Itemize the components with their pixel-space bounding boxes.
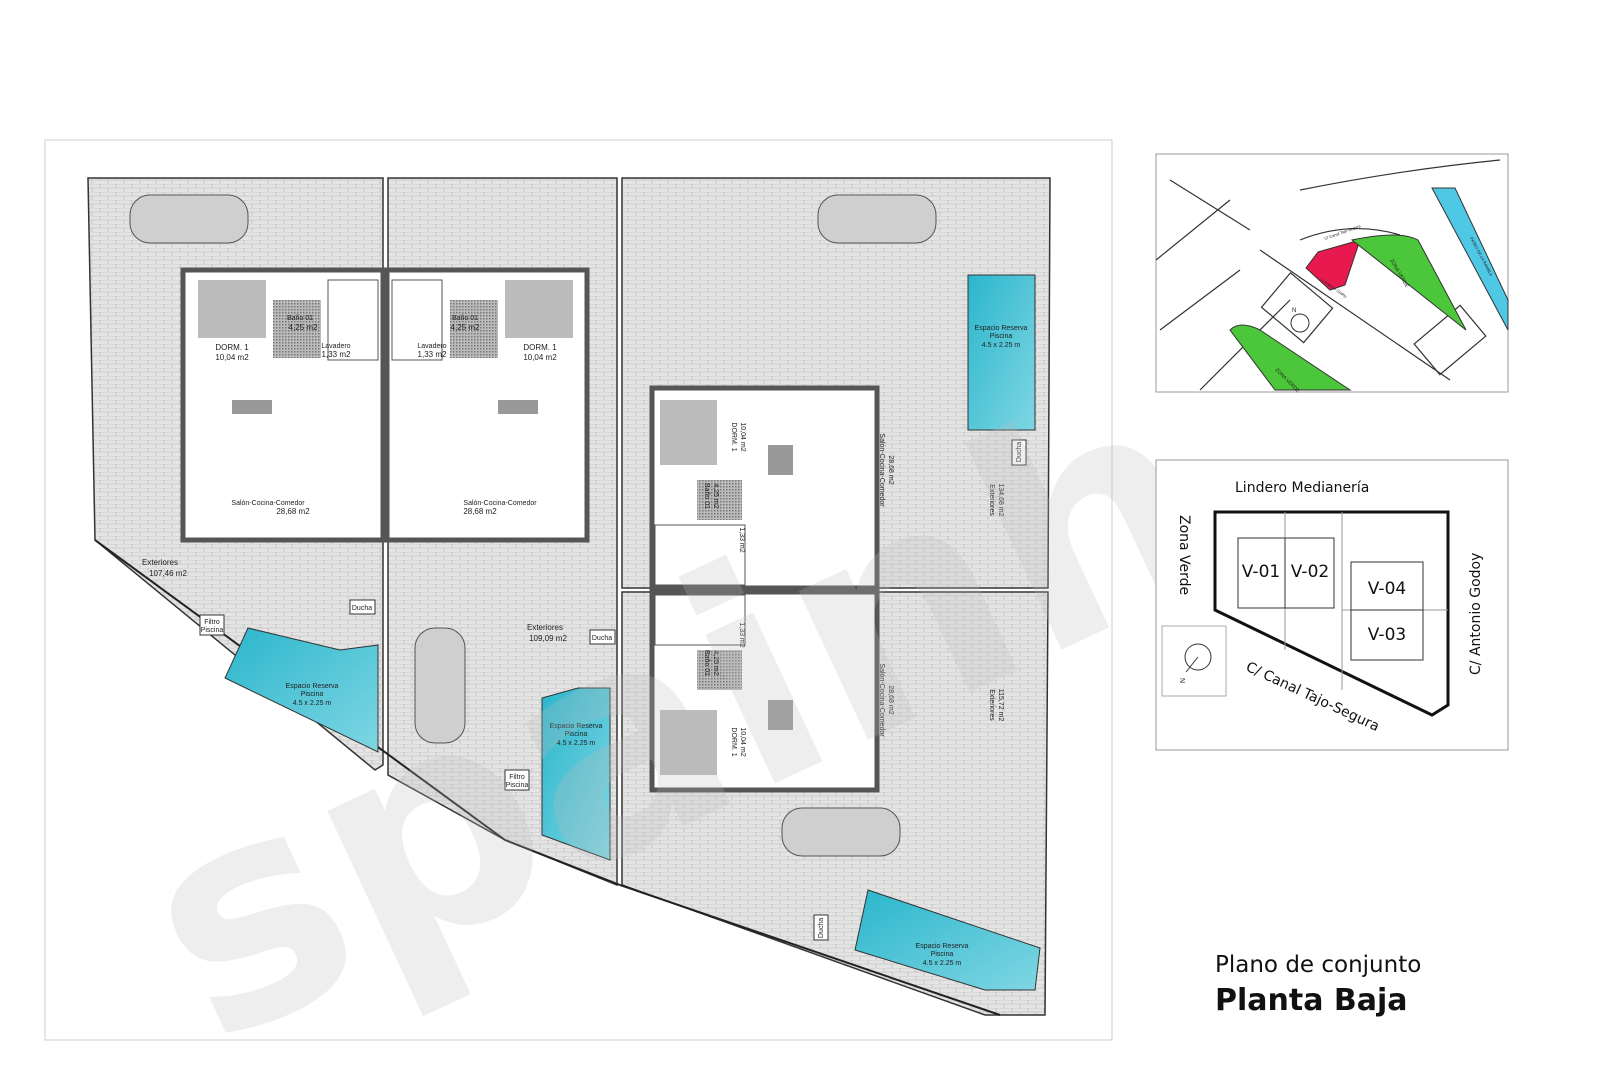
svg-text:10,04 m2: 10,04 m2 (215, 353, 249, 362)
pool-v02 (541, 687, 611, 861)
svg-text:Ducha: Ducha (352, 605, 372, 612)
svg-text:1,33 m2: 1,33 m2 (322, 350, 351, 359)
labels-v03: DORM. 1 10,04 m2 Baño 01 4,25 m2 1,33 m2… (703, 622, 1004, 756)
car-icon (781, 807, 901, 857)
svg-text:Baño 01: Baño 01 (287, 315, 313, 322)
svg-text:DORM. 1: DORM. 1 (215, 343, 249, 352)
svg-text:Ducha: Ducha (1016, 442, 1023, 462)
svg-text:Piscina: Piscina (565, 731, 588, 738)
svg-text:28,68 m2: 28,68 m2 (887, 685, 894, 714)
svg-text:134,68 m2: 134,68 m2 (997, 483, 1004, 516)
svg-text:115,72 m2: 115,72 m2 (997, 689, 1004, 722)
pool-v03 (854, 889, 1041, 991)
svg-text:Salón-Cocina-Comedor: Salón-Cocina-Comedor (878, 433, 885, 507)
svg-text:DORM. 1: DORM. 1 (523, 343, 557, 352)
svg-text:Ducha: Ducha (592, 635, 612, 642)
car-icon (817, 194, 937, 244)
labels-v02: DORM. 1 10,04 m2 Baño 01 4,25 m2 Lavader… (417, 315, 567, 643)
pool-v01 (224, 627, 379, 753)
house-v04 (649, 385, 880, 591)
svg-text:4,25 m2: 4,25 m2 (451, 323, 480, 332)
svg-text:Exteriores: Exteriores (527, 623, 563, 632)
pools (224, 274, 1041, 991)
svg-text:N: N (1178, 678, 1185, 683)
svg-text:Filtro: Filtro (509, 774, 525, 781)
north-arrow-icon (1184, 643, 1212, 671)
svg-text:10,04 m2: 10,04 m2 (739, 422, 746, 451)
green-zone (1229, 324, 1352, 391)
svg-text:Lindero Medianería: Lindero Medianería (1235, 480, 1369, 496)
svg-text:Espacio Reserva: Espacio Reserva (916, 943, 969, 950)
title-line2: Planta Baja (1215, 983, 1408, 1018)
svg-text:Exteriores: Exteriores (142, 558, 178, 567)
svg-text:1,33 m2: 1,33 m2 (418, 350, 447, 359)
svg-text:Lavadero: Lavadero (321, 343, 350, 350)
svg-text:4.5 x 2.25 m: 4.5 x 2.25 m (557, 740, 596, 747)
house-v02 (384, 267, 590, 543)
svg-text:10,04 m2: 10,04 m2 (739, 727, 746, 756)
plan-frame (44, 139, 1113, 1041)
svg-text:Zona Verde: Zona Verde (1176, 515, 1192, 595)
svg-text:Ducha: Ducha (818, 918, 825, 938)
svg-text:V-03: V-03 (1368, 625, 1406, 645)
svg-text:4.5 x 2.25 m: 4.5 x 2.25 m (293, 700, 332, 707)
svg-text:4,25 m2: 4,25 m2 (712, 483, 719, 508)
house-v01 (180, 267, 386, 543)
svg-text:Baño 01: Baño 01 (703, 483, 710, 509)
svg-text:28,68 m2: 28,68 m2 (887, 455, 894, 484)
svg-text:Piscina: Piscina (990, 333, 1013, 340)
svg-text:10,04 m2: 10,04 m2 (523, 353, 557, 362)
labels-v04: DORM. 1 10,04 m2 Baño 01 4,25 m2 1,33 m2… (703, 422, 1004, 552)
svg-text:4,25 m2: 4,25 m2 (712, 650, 719, 675)
svg-text:1,33 m2: 1,33 m2 (738, 527, 745, 552)
svg-text:109,09 m2: 109,09 m2 (529, 634, 567, 643)
north-arrow-icon (1290, 313, 1310, 333)
location-map: C/ Canal Tajo-Segura C/ Antonio Godoy ZO… (1155, 153, 1509, 395)
svg-text:Filtro: Filtro (204, 619, 220, 626)
svg-text:1,33 m2: 1,33 m2 (738, 622, 745, 647)
svg-text:DORM. 1: DORM. 1 (730, 727, 737, 756)
svg-text:Baño 01: Baño 01 (452, 315, 478, 322)
svg-text:Piscina: Piscina (201, 627, 224, 634)
pool-v04 (967, 274, 1036, 431)
car-icon (129, 194, 249, 244)
svg-text:4,25 m2: 4,25 m2 (289, 323, 318, 332)
car-icons (129, 194, 937, 857)
svg-text:Espacio Reserva: Espacio Reserva (550, 723, 603, 730)
svg-text:Piscina: Piscina (931, 951, 954, 958)
svg-text:107,46 m2: 107,46 m2 (149, 569, 187, 578)
svg-text:Espacio Reserva: Espacio Reserva (286, 683, 339, 690)
svg-text:Piscina: Piscina (301, 691, 324, 698)
svg-text:C/ Antonio Godoy: C/ Antonio Godoy (1468, 553, 1484, 675)
svg-text:28,68 m2: 28,68 m2 (276, 507, 310, 516)
svg-text:Salón-Cocina-Comedor: Salón-Cocina-Comedor (231, 500, 305, 507)
title-line1: Plano de conjunto (1215, 952, 1421, 978)
svg-text:Lavadero: Lavadero (417, 343, 446, 350)
svg-text:Espacio Reserva: Espacio Reserva (975, 325, 1028, 332)
filters-showers: Filtro Piscina Filtro Piscina Ducha Duch… (199, 439, 1027, 941)
green-zone (1350, 234, 1467, 331)
svg-text:4.5 x 2.25 m: 4.5 x 2.25 m (923, 960, 962, 967)
svg-text:V-04: V-04 (1368, 579, 1406, 599)
key-plan: Lindero Medianería Zona Verde C/ Antonio… (1155, 459, 1509, 751)
svg-text:V-01: V-01 (1242, 562, 1280, 582)
svg-text:N: N (1292, 308, 1296, 314)
svg-text:Exteriores: Exteriores (988, 689, 995, 721)
svg-text:DORM. 1: DORM. 1 (730, 422, 737, 451)
pool-labels: Espacio Reserva Piscina 4.5 x 2.25 m Esp… (286, 325, 1028, 967)
plot-marker (1305, 239, 1361, 291)
svg-text:Piscina: Piscina (506, 782, 529, 789)
svg-text:V-02: V-02 (1291, 562, 1329, 582)
labels-v01: DORM. 1 10,04 m2 Baño 01 4,25 m2 Lavader… (142, 315, 351, 578)
svg-text:Salón-Cocina-Comedor: Salón-Cocina-Comedor (878, 663, 885, 737)
svg-text:28,68 m2: 28,68 m2 (463, 507, 497, 516)
svg-text:4.5 x 2.25 m: 4.5 x 2.25 m (982, 342, 1021, 349)
car-icon (414, 627, 466, 744)
svg-text:Salón-Cocina-Comedor: Salón-Cocina-Comedor (463, 500, 537, 507)
svg-text:Exteriores: Exteriores (988, 484, 995, 516)
water-promenade (1431, 187, 1509, 331)
house-v03 (649, 589, 880, 793)
svg-text:Baño 01: Baño 01 (703, 650, 710, 676)
